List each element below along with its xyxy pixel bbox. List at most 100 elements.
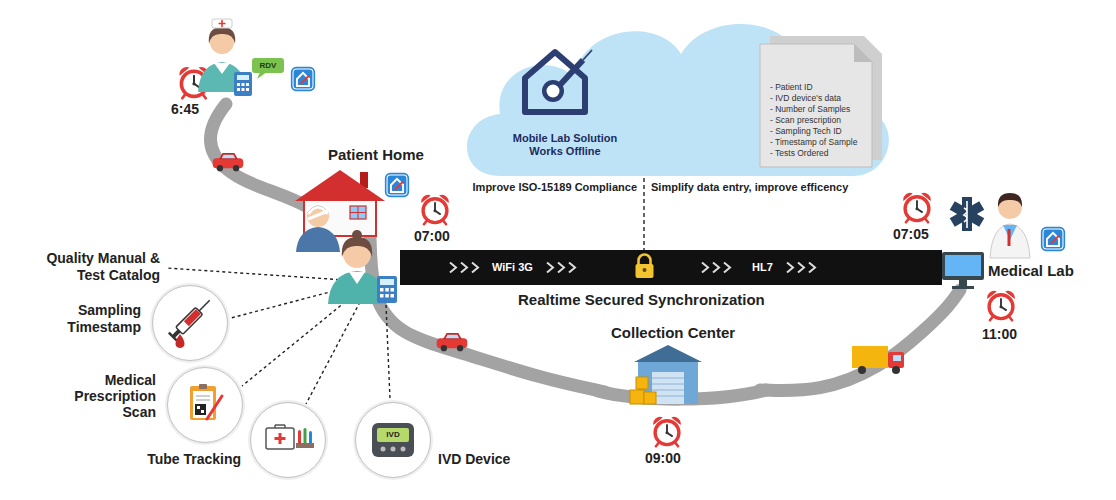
- graphic-part: [636, 264, 654, 278]
- graphic-part: [295, 170, 385, 201]
- graphic-part: [583, 50, 592, 60]
- benefit-note: Simplify data entry, improve efficency: [651, 180, 848, 194]
- house-drawing: [295, 170, 385, 236]
- graphic-part: [380, 288, 384, 292]
- data-field: - Patient ID: [770, 82, 880, 93]
- sync-text: Realtime Secured Synchronization: [518, 291, 765, 309]
- device-screen-text: IVD: [377, 428, 409, 442]
- graphic-part: [165, 365, 245, 445]
- road: [210, 104, 306, 206]
- time-label: 6:45: [171, 101, 199, 118]
- band-symbols: [400, 250, 942, 285]
- graphic-part: [201, 410, 204, 413]
- speech-bubble: [252, 58, 284, 79]
- graphic-part: [214, 63, 230, 74]
- graphic-part: [377, 276, 397, 303]
- feature-name: Tube Tracking: [147, 451, 241, 467]
- data-field: - Number of Samples: [770, 104, 880, 115]
- feature-circle: Medical Prescription Scan: [167, 367, 243, 443]
- graphic-part: [852, 346, 888, 368]
- graphic-part: [547, 263, 575, 273]
- graphic-part: [893, 355, 901, 361]
- graphic-part: [304, 428, 307, 444]
- feature-name: IVD Device: [438, 451, 510, 467]
- graphic-part: [212, 19, 232, 28]
- sync-text: WiFi 3G: [492, 260, 533, 275]
- graphic-part: [246, 83, 249, 86]
- graphic-part: [385, 294, 389, 298]
- graphic-part: [308, 211, 328, 219]
- graphic-part: [168, 368, 242, 442]
- graphic-part: [349, 272, 365, 284]
- monitor-icon: [942, 252, 984, 289]
- app-icon: [385, 173, 409, 197]
- data-field: - IVD device's data: [770, 93, 880, 104]
- warehouse-drawing: [630, 345, 702, 404]
- data-field: - Sampling Tech ID: [770, 126, 880, 137]
- graphic-part: [197, 406, 200, 409]
- clock-icon: [421, 195, 448, 224]
- cloud-outline: [467, 24, 889, 176]
- graphic-part: [892, 366, 900, 374]
- graphic-part: [990, 224, 1030, 258]
- graphic-part: [257, 72, 267, 79]
- graphic-part: [945, 255, 981, 276]
- graphic-part: [352, 230, 362, 240]
- graphic-part: [356, 403, 430, 477]
- graphic-part: [964, 201, 967, 228]
- app-icon: [291, 67, 315, 91]
- graphic-part: [634, 345, 702, 362]
- mobile-lab-icon: [515, 44, 595, 116]
- feature-circle: IVD Device: [355, 402, 431, 478]
- car-icon: [437, 333, 468, 351]
- sync-bar: [400, 250, 942, 285]
- clock-icon: [987, 291, 1014, 320]
- graphic-part: [391, 288, 395, 292]
- place-name: Medical Lab: [988, 262, 1074, 279]
- graphic-part: [559, 60, 583, 86]
- graphic-part: [219, 20, 226, 27]
- graphic-part: [942, 252, 984, 280]
- graphic-part: [252, 58, 284, 73]
- doctor-figure: [990, 193, 1030, 258]
- star-of-life: [950, 197, 984, 231]
- graphic-part: [298, 430, 301, 444]
- time-label: 07:05: [893, 226, 929, 243]
- graphic-part: [176, 307, 203, 334]
- graphic-part: [636, 377, 648, 389]
- data-field: - Timestamp of Sample: [770, 137, 880, 148]
- graphic-part: [353, 400, 433, 480]
- sync-text: HL7: [752, 260, 773, 275]
- time-label: 09:00: [645, 450, 681, 467]
- road: [760, 290, 960, 391]
- clock-icon: [653, 417, 680, 446]
- graphic-part: [234, 72, 252, 96]
- truck-icon: [852, 346, 904, 374]
- syringe-icon: [168, 296, 214, 342]
- graphic-part: [306, 302, 360, 404]
- collection-center: Collection Center: [605, 322, 760, 410]
- graphic-part: [959, 280, 967, 286]
- graphic-part: [237, 88, 240, 91]
- graphic-part: [275, 425, 285, 428]
- feature-name: Quality Manual & Test Catalog: [28, 250, 160, 284]
- graphic-part: [190, 386, 216, 420]
- graphic-part: [385, 288, 389, 292]
- feature-name: Sampling Timestamp: [41, 302, 141, 336]
- graphic-part: [199, 384, 207, 389]
- graphic-part: [248, 400, 328, 480]
- graphic-part: [380, 294, 384, 298]
- place-name: Patient Home: [328, 146, 424, 163]
- graphic-part: [307, 205, 329, 227]
- graphic-part: [380, 279, 394, 285]
- data-field: - Tests Ordered: [770, 148, 880, 159]
- graphic-part: [573, 66, 581, 74]
- time-label: 07:00: [414, 228, 450, 245]
- graphic-part: [1008, 229, 1011, 246]
- prescription-icon: [190, 384, 222, 420]
- ivd-device-icon: [372, 423, 414, 457]
- patient-home: Patient Home: [300, 145, 450, 237]
- graphic-part: [242, 88, 245, 91]
- graphic-part: [237, 75, 249, 80]
